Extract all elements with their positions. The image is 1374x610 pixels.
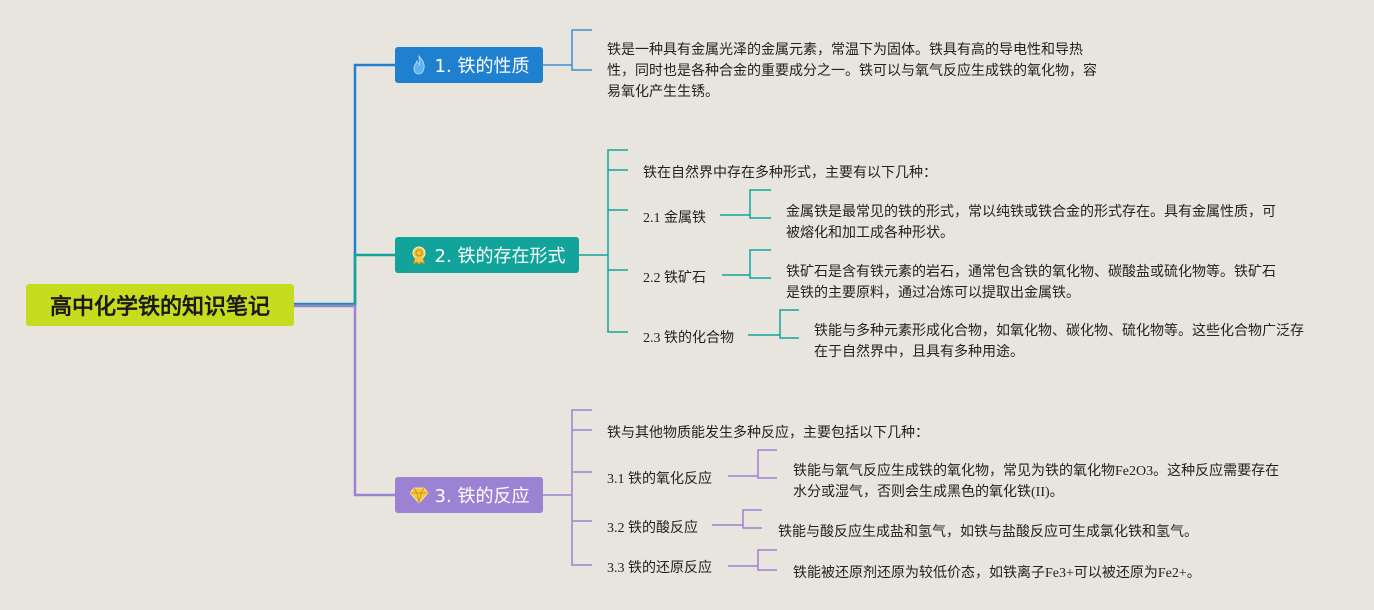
branch-iron-forms[interactable]: 2. 铁的存在形式 [395,237,579,273]
root-connectors [294,63,395,497]
branch2-connectors [579,149,799,339]
medal-icon [412,246,426,265]
flame-icon [413,55,425,75]
subtopic-acid-reaction-text: 铁能与酸反应生成盐和氢气，如铁与盐酸反应可生成氯化铁和氢气。 [778,525,1198,540]
subtopic-iron-compounds[interactable]: 2.3 铁的化合物 [643,331,734,346]
subtopic-reduction[interactable]: 3.3 铁的还原反应 [607,561,712,576]
branch-iron-properties[interactable]: 1. 铁的性质 [395,47,543,83]
subtopic-iron-compounds-text: 铁能与多种元素形成化合物，如氧化物、碳化物、硫化物等。这些化合物广泛存在于自然界… [814,324,1304,360]
branch1-label: 1. 铁的性质 [434,56,530,77]
branch-iron-reactions[interactable]: 3. 铁的反应 [395,477,543,513]
subtopic-metal-iron-text: 金属铁是最常见的铁的形式，常以纯铁或铁合金的形式存在。具有金属性质，可被熔化和加… [786,205,1276,241]
subtopic-oxidation-text: 铁能与氧气反应生成铁的氧化物，常见为铁的氧化物Fe2O3。这种反应需要存在水分或… [793,464,1280,500]
subtopic-metal-iron[interactable]: 2.1 金属铁 [643,211,706,226]
root-title: 高中化学铁的知识笔记 [49,295,270,320]
subtopic-iron-ore-text: 铁矿石是含有铁元素的岩石，通常包含铁的氧化物、碳酸盐或硫化物等。铁矿石是铁的主要… [786,265,1276,301]
subtopic-iron-ore[interactable]: 2.2 铁矿石 [643,271,706,286]
branch2-intro: 铁在自然界中存在多种形式，主要有以下几种： [643,166,937,181]
subtopic-oxidation[interactable]: 3.1 铁的氧化反应 [607,472,712,487]
branch2-label: 2. 铁的存在形式 [434,246,566,267]
root-topic[interactable]: 高中化学铁的知识笔记 [26,284,294,326]
branch3-intro: 铁与其他物质能发生多种反应，主要包括以下几种： [607,426,929,441]
branch1-connectors [543,29,592,71]
diamond-icon [409,487,429,504]
branch3-label: 3. 铁的反应 [434,486,530,507]
branch1-text: 铁是一种具有金属光泽的金属元素，常温下为固体。铁具有高的导电性和导热性，同时也是… [607,43,1097,100]
subtopic-reduction-text: 铁能被还原剂还原为较低价态，如铁离子Fe3+可以被还原为Fe2+。 [793,566,1201,581]
subtopic-acid-reaction[interactable]: 3.2 铁的酸反应 [607,521,698,536]
branch3-connectors [543,409,777,571]
